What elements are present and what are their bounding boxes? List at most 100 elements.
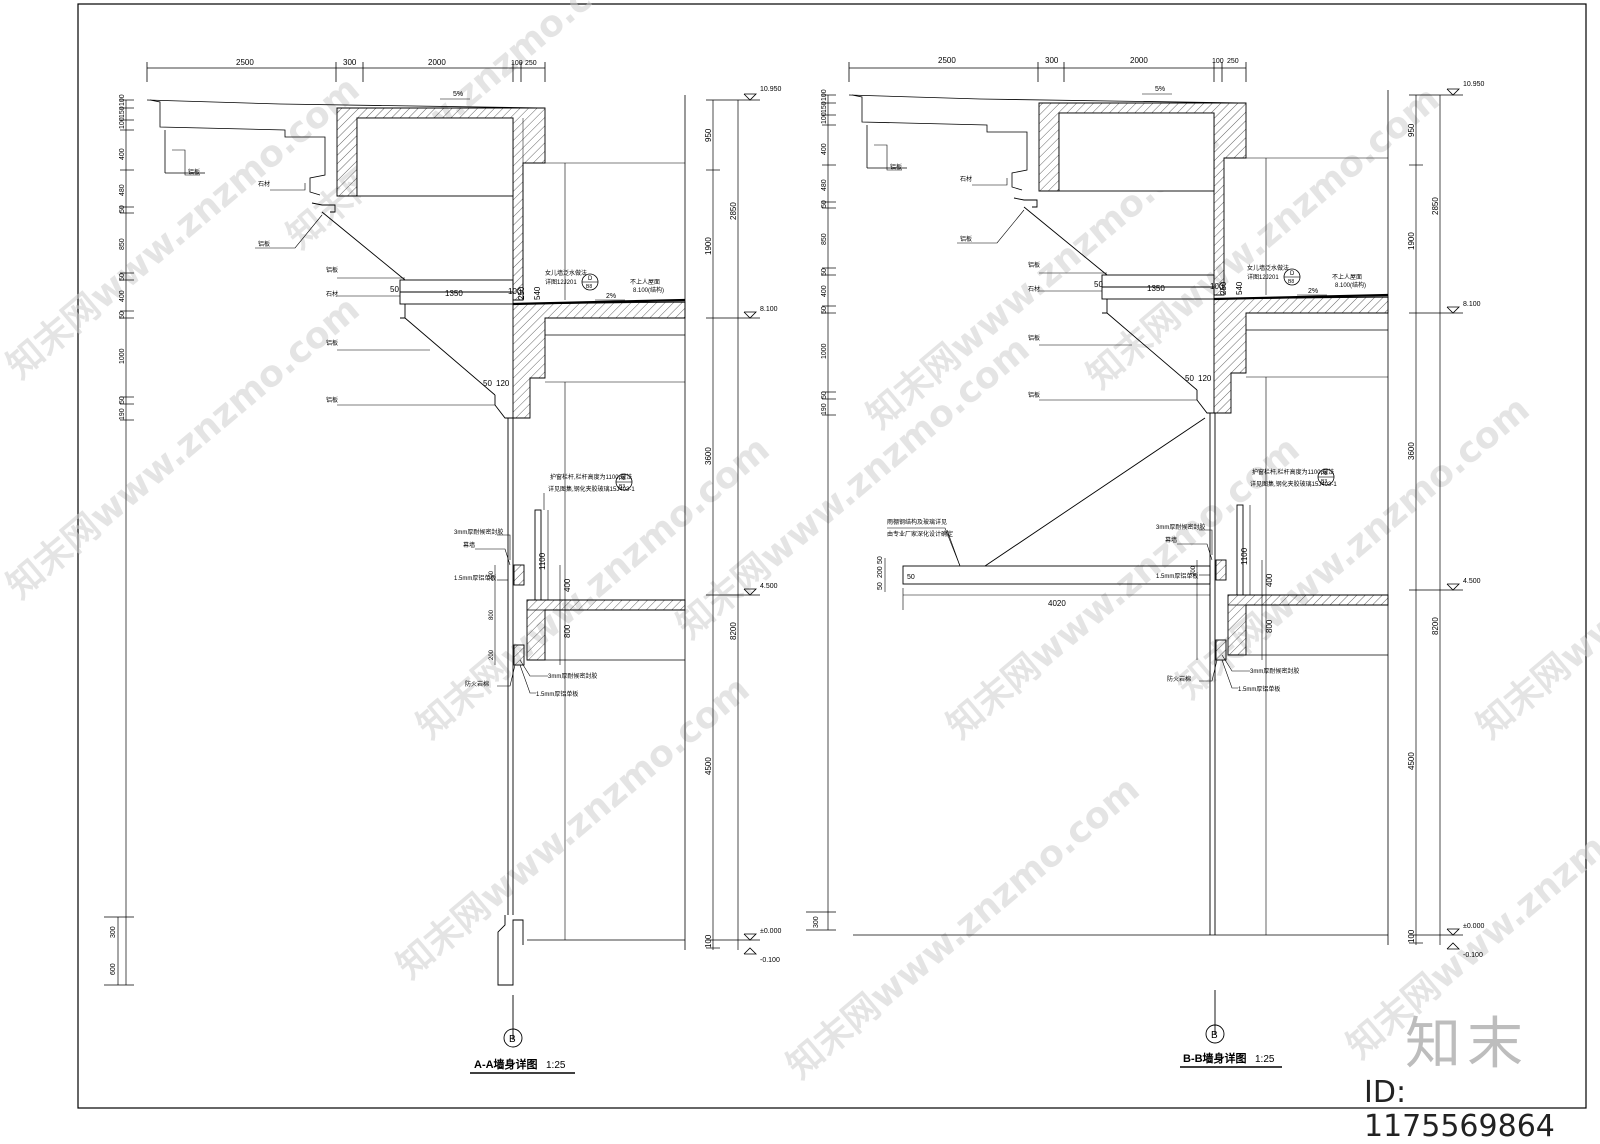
dim-800: 800 — [1265, 619, 1274, 633]
label-aluminum: 铝板 — [258, 240, 270, 248]
canopy-note: 由专业厂家深化设计确定 — [887, 530, 953, 538]
right-dim: 2850 — [1431, 197, 1440, 215]
left-dim: 50 — [119, 205, 126, 213]
dim-120: 120 — [1198, 374, 1212, 383]
dim-50: 50 — [390, 285, 399, 294]
callout-label: P8 — [1321, 471, 1327, 477]
roof-beam — [336, 107, 546, 301]
right-dim: 3600 — [704, 447, 713, 465]
glass-note: 3mm厚耐候密封胶 — [548, 672, 597, 680]
section-a-a: 2500 300 2000 100 250 100 — [104, 58, 782, 1074]
dim-250: 250 — [517, 286, 526, 300]
drawing-title: A-A墙身详图 — [474, 1057, 538, 1071]
callout-label: D — [1290, 271, 1295, 277]
dim-1100: 1100 — [1240, 547, 1249, 565]
left-dim: 850 — [821, 233, 828, 245]
glass-note: 3mm厚耐候密封胶 — [1250, 667, 1299, 675]
glass-note: 3mm厚耐候密封胶 — [454, 528, 503, 536]
roof-level-note: 8.100(结构) — [1335, 281, 1366, 289]
dim-200: 200 — [489, 570, 495, 581]
brand-logo: 知末 — [1405, 1012, 1529, 1077]
watermark-layer: 知末网www.znzmo.com 知末网www.znzmo.com 知末网www… — [0, 0, 1600, 1087]
glass-note: 幕墙 — [463, 541, 475, 549]
glass-note: 1.5mm厚铝单板 — [1238, 685, 1280, 693]
level-8100: 8.100 — [1463, 301, 1481, 308]
roof-level-note: 8.100(结构) — [633, 286, 664, 294]
watermark-text: 知末网www.znzmo.com — [779, 769, 1147, 1087]
dim-1100: 1100 — [538, 552, 547, 570]
section-b-b: 2500 300 2000 100 250 100 150 1 — [806, 56, 1485, 1068]
watermark-text: 知末网www.znzmo.com — [939, 429, 1307, 747]
dim-120: 120 — [496, 379, 510, 388]
callout-p8: P8 B3 — [615, 473, 633, 491]
level-0000: ±0.000 — [760, 928, 781, 935]
dim-800: 800 — [489, 609, 495, 620]
left-dim: 100 — [119, 94, 126, 106]
glass-note: 3mm厚耐候密封胶 — [1156, 523, 1205, 531]
callout-label: P8 — [619, 476, 625, 482]
canopy-note: 雨棚钢结构及玻璃详见 — [887, 518, 947, 526]
glass-note: 1.5mm厚铝单板 — [1156, 572, 1198, 580]
roof-note: 详图12J201 — [545, 278, 577, 286]
label-aluminum: 铝板 — [326, 339, 338, 347]
glass-note: 防火岩棉 — [1167, 675, 1191, 683]
left-dimension-chain — [806, 94, 836, 931]
dim-400: 400 — [1265, 573, 1274, 587]
left-dim: 480 — [119, 184, 126, 196]
ground-base — [497, 915, 524, 1040]
dim-200: 200 — [489, 649, 495, 660]
dim-2500: 2500 — [236, 58, 254, 67]
left-dim: 850 — [119, 238, 126, 250]
cornice — [311, 202, 514, 419]
dim-50: 50 — [1094, 280, 1103, 289]
right-dim: 4500 — [704, 757, 713, 775]
dim-300: 300 — [343, 58, 357, 67]
dim-2500: 2500 — [938, 56, 956, 65]
curtain-wall — [507, 118, 525, 915]
label-aluminum: 铝板 — [1028, 391, 1040, 399]
label-aluminum: 铝板 — [326, 266, 338, 274]
label-stone: 石材 — [326, 290, 338, 298]
canopy-side-dim: 200 — [877, 566, 884, 578]
glass-leaders — [475, 534, 548, 694]
level-minus-0100: -0.100 — [760, 957, 780, 964]
slope-2: 2% — [606, 293, 616, 300]
dim-50: 50 — [483, 379, 492, 388]
left-dim: 50 — [821, 306, 828, 314]
leader-lines — [172, 149, 495, 406]
callout-label: D — [588, 276, 593, 282]
right-dim: 3600 — [1407, 442, 1416, 460]
callout-ref: B8 — [1288, 279, 1294, 285]
canopy-leader — [887, 527, 961, 567]
level-minus-0100: -0.100 — [1463, 952, 1483, 959]
right-dim: 2850 — [729, 202, 738, 220]
dim-1350: 1350 — [1147, 284, 1165, 293]
label-aluminum: 铝板 — [890, 163, 902, 171]
dim-250: 250 — [1227, 58, 1239, 65]
roof-note: 不上人屋面 — [630, 278, 660, 286]
dim-100: 100 — [508, 287, 522, 296]
label-aluminum: 铝板 — [1028, 334, 1040, 342]
glass-note: 幕墙 — [1165, 536, 1177, 544]
axis-bubble-b: B — [1205, 1024, 1225, 1044]
floor-slab-4500 — [1227, 594, 1389, 656]
rail-note: 护窗栏杆,栏杆高度为1100,做法 — [550, 473, 632, 481]
roof-outline — [848, 94, 1247, 191]
dim-100: 100 — [1210, 282, 1224, 291]
left-dim: 50 — [821, 268, 828, 276]
callout-d: D B8 — [581, 273, 599, 291]
glass-note: 防火岩棉 — [465, 680, 489, 688]
right-dim: 8200 — [1431, 617, 1440, 635]
curtain-wall — [1209, 413, 1227, 935]
dim-2000: 2000 — [428, 58, 446, 67]
glass-note: 1.5mm厚铝单板 — [454, 574, 496, 582]
level-0000: ±0.000 — [1463, 923, 1484, 930]
left-dim: 150 — [821, 101, 828, 113]
left-dim: 100 — [821, 89, 828, 101]
callout-d: D B8 — [1283, 268, 1301, 286]
level-8100: 8.100 — [760, 306, 778, 313]
left-dim: 1000 — [119, 348, 126, 364]
top-dimension-chain — [146, 62, 546, 82]
left-dim: 300 — [813, 916, 820, 928]
dim-250: 250 — [525, 60, 537, 67]
